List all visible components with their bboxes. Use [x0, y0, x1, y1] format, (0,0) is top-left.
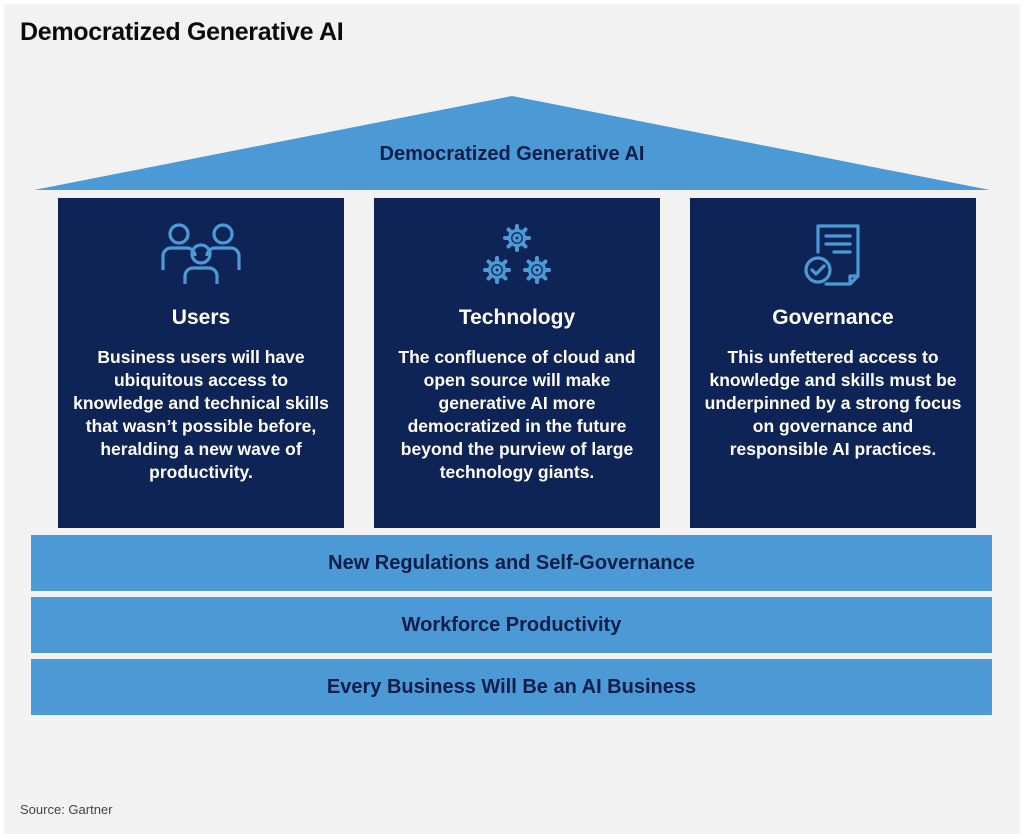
pillar-heading: Governance [772, 306, 894, 329]
roof [34, 96, 990, 190]
pillar-heading: Technology [458, 306, 576, 329]
pillar-users: Users Business users will have ubiquitou… [58, 198, 344, 528]
source-note: Source: Gartner [20, 802, 113, 817]
gears-icon [483, 224, 551, 284]
users-icon [161, 223, 241, 284]
pillar-technology: Technology The confluence of cloud and o… [374, 198, 660, 528]
roof-shape [34, 96, 990, 190]
roof-label: Democratized Generative AI [379, 143, 645, 165]
pillar-governance: Governance This unfettered access to kno… [690, 198, 976, 528]
pillar-description: The confluence of cloud and open source … [398, 347, 636, 482]
pillar-heading: Users [171, 306, 231, 329]
pillar-description: Business users will have ubiquitous acce… [73, 347, 329, 482]
pillar-description: This unfettered access to knowledge and … [704, 347, 962, 459]
page-title: Democratized Generative AI [20, 18, 344, 46]
foundation-band-productivity: Workforce Productivity [31, 597, 992, 653]
foundation-band-ai-business: Every Business Will Be an AI Business [31, 659, 992, 715]
document-check-icon [804, 224, 860, 286]
foundation-band-regulations: New Regulations and Self-Governance [31, 535, 992, 591]
